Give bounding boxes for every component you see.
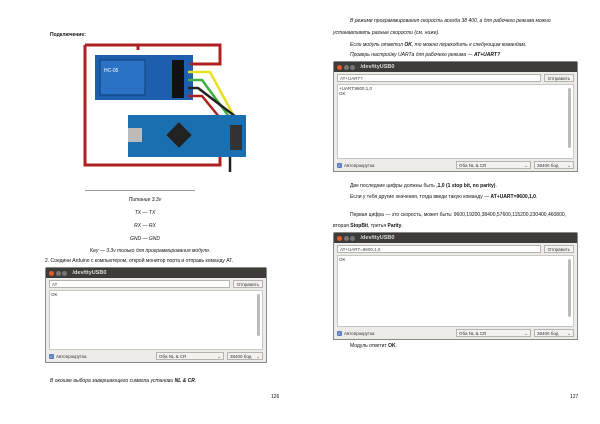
page-number: 127 <box>570 394 579 400</box>
rx-line: RX — RX <box>134 223 156 229</box>
paragraph: Две последние цифры должны быть ,1,0 (1 … <box>350 183 497 189</box>
wiring-diagram: HC-05 <box>83 43 246 172</box>
autoscroll-checkbox[interactable]: ✓Автопрокрутка <box>337 330 375 336</box>
send-button[interactable]: Отправить <box>232 280 263 288</box>
scrollbar[interactable] <box>568 88 571 148</box>
window-title: /dev/ttyUSB0 <box>360 64 395 70</box>
paragraph: Если модуль ответил OK, то можно переход… <box>350 42 527 48</box>
chevron-down-icon: ⌄ <box>217 354 221 359</box>
baud-select[interactable]: 38400 бод⌄ <box>534 329 574 337</box>
output-area: OK <box>49 290 263 350</box>
paragraph: устанавливать разные скорости (см. ниже)… <box>333 30 440 36</box>
scrollbar[interactable] <box>568 259 571 317</box>
paragraph: Первая цифра — это скорость, может быть:… <box>350 212 567 218</box>
right-page: В режиме программирования скорость всегд… <box>300 0 600 424</box>
chevron-down-icon: ⌄ <box>256 354 260 359</box>
window-title: /dev/ttyUSB0 <box>72 270 107 276</box>
chevron-down-icon: ⌄ <box>524 163 528 168</box>
autoscroll-checkbox[interactable]: ✓Автопрокрутка <box>337 162 375 168</box>
autoscroll-checkbox[interactable]: ✓Автопрокрутка <box>49 353 87 359</box>
baud-select[interactable]: 38400 бод⌄ <box>534 161 574 169</box>
paragraph: В режиме программирования скорость всегд… <box>350 18 551 24</box>
command-input[interactable]: AT <box>49 280 230 288</box>
heading: Подключение: <box>50 32 86 38</box>
line-ending-select[interactable]: Оба NL & CR⌄ <box>456 161 531 169</box>
output-area: OK <box>337 255 574 327</box>
minimize-icon[interactable] <box>343 64 349 70</box>
send-button[interactable]: Отправить <box>543 74 574 82</box>
close-icon[interactable] <box>337 235 342 241</box>
maximize-icon[interactable] <box>350 64 355 70</box>
tx-line: TX — TX <box>134 210 156 216</box>
paragraph: Проверь настройку UARTа для рабочего реж… <box>350 52 501 58</box>
divider <box>85 190 195 191</box>
line-ending-select[interactable]: Оба NL & CR⌄ <box>456 329 531 337</box>
chevron-down-icon: ⌄ <box>567 331 571 336</box>
minimize-icon[interactable] <box>55 270 61 276</box>
maximize-icon[interactable] <box>350 235 355 241</box>
minimize-icon[interactable] <box>343 235 349 241</box>
key-line: Key — 3.3v только для программирования м… <box>89 248 211 254</box>
note-text: В окошке выбора завершающего символа уст… <box>50 378 197 384</box>
paragraph: Если у тебя другие значения, тогда введи… <box>350 194 538 200</box>
baud-select[interactable]: 38400 бод⌄ <box>227 352 263 360</box>
close-icon[interactable] <box>49 270 54 276</box>
step2-text: 2. Соедини Arduino с компьютером, открой… <box>45 258 234 264</box>
scrollbar[interactable] <box>257 294 260 336</box>
command-input[interactable]: AT+UART=9600,1,0 <box>337 245 541 253</box>
check-icon: ✓ <box>337 330 342 336</box>
window-title: /dev/ttyUSB0 <box>360 235 395 241</box>
command-input[interactable]: AT+UART? <box>337 74 541 82</box>
module-label: HC-05 <box>104 68 119 74</box>
chevron-down-icon: ⌄ <box>567 163 571 168</box>
gnd-line: GND — GND <box>130 236 160 242</box>
close-icon[interactable] <box>337 64 342 70</box>
chevron-down-icon: ⌄ <box>524 331 528 336</box>
hc05-module: HC-05 <box>95 55 193 100</box>
page-number: 126 <box>271 394 280 400</box>
left-page: Подключение: HC-05 Питание 3.3v TX — TX … <box>45 32 280 400</box>
arduino-nano <box>128 115 246 157</box>
maximize-icon[interactable] <box>62 270 67 276</box>
check-icon: ✓ <box>49 353 54 359</box>
paragraph: вторая StopBit, третья Parity. <box>333 223 403 229</box>
send-button[interactable]: Отправить <box>543 245 574 253</box>
paragraph: Модуль ответит OK. <box>350 343 397 349</box>
power-line: Питание 3.3v <box>128 197 162 203</box>
line-ending-select[interactable]: Оба NL & CR⌄ <box>156 352 224 360</box>
serial-monitor-window: /dev/ttyUSB0 AT+UART?Отправить +UART:960… <box>333 61 578 172</box>
check-icon: ✓ <box>337 162 342 168</box>
